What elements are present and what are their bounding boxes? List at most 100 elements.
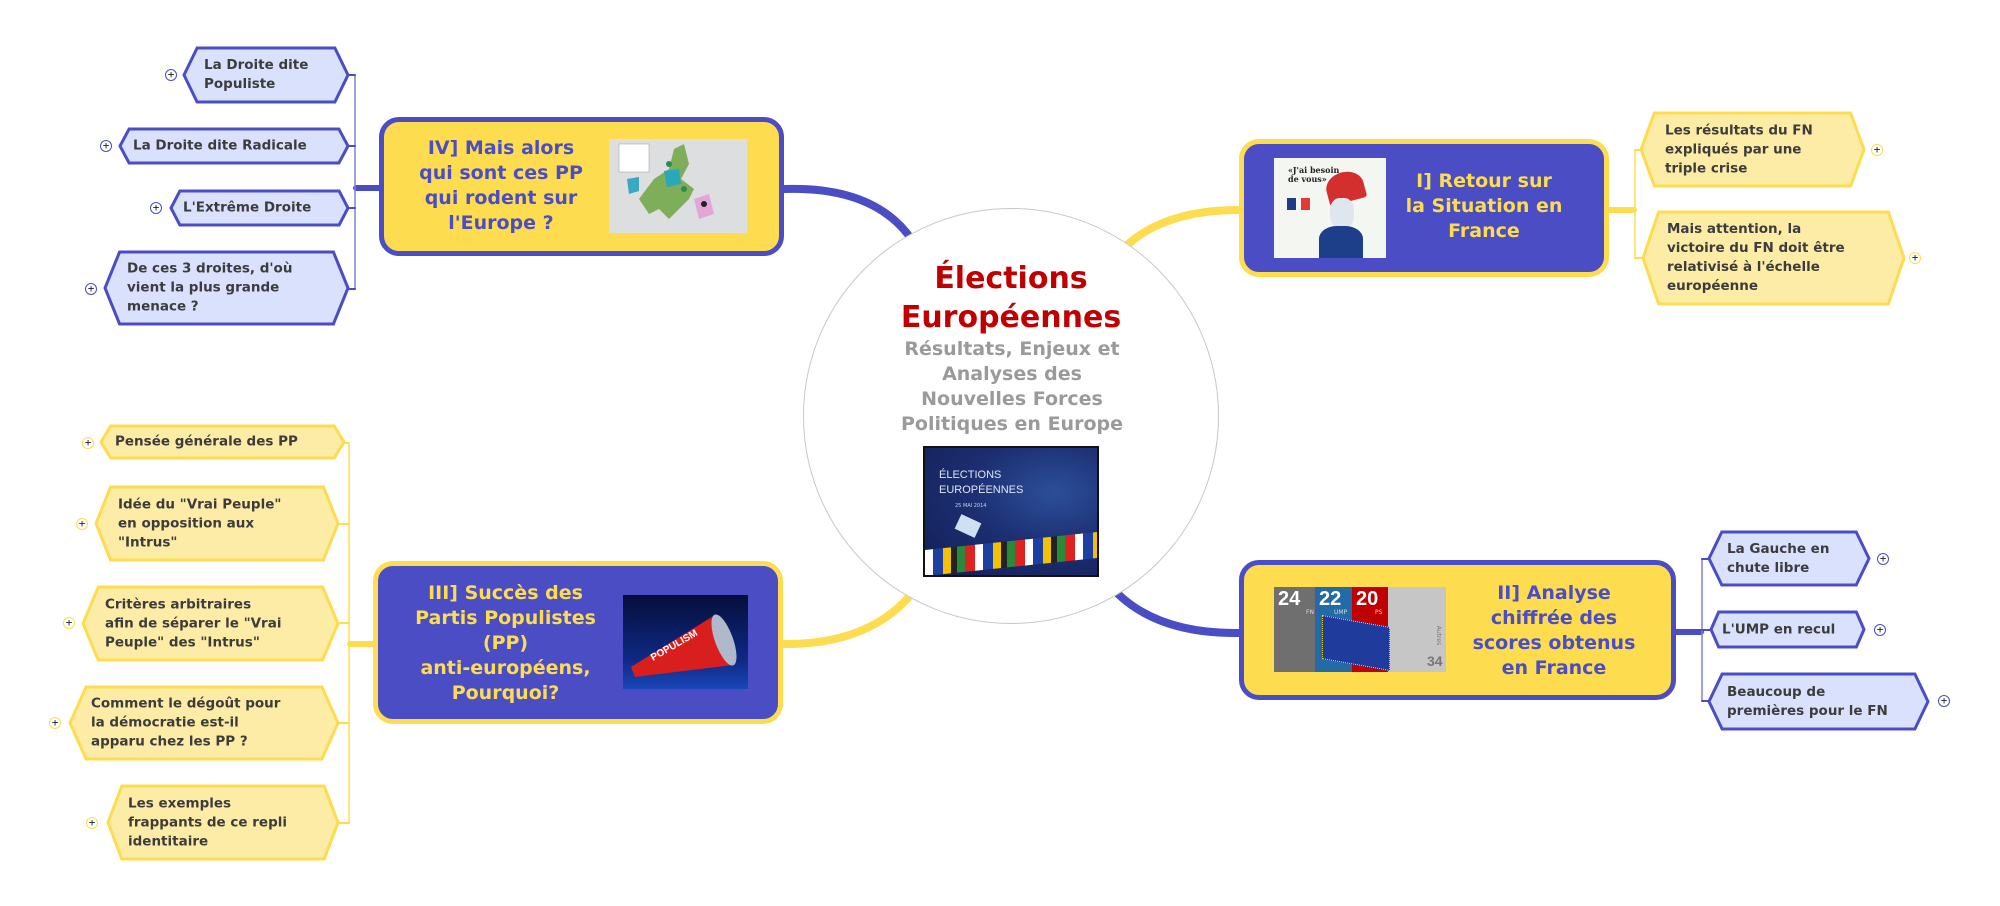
topic-ii-title: II] Analyse chiffrée des scores obtenus … (1454, 581, 1654, 681)
score-col-fn (1274, 587, 1315, 672)
subtitle-line: Nouvelles Forces (921, 388, 1103, 410)
expand-toggle[interactable]: + (49, 717, 61, 729)
subtopic-triple-crise[interactable]: Les résultats du FN expliqués par une trip… (1641, 113, 1864, 186)
topic-ii[interactable]: 24 FN 22 UMP 20 PS 34 Autres II] Analyse… (1239, 560, 1676, 700)
title-line: France (1448, 220, 1520, 242)
expand-toggle[interactable]: + (1909, 252, 1921, 264)
text-line: La Droite dite (204, 57, 309, 73)
central-topic[interactable]: Élections Européennes Résultats, Enjeux … (803, 208, 1219, 624)
text-line: Critères arbitraires (105, 596, 252, 612)
expand-toggle[interactable]: + (165, 69, 177, 81)
subtopic-text: Les résultats du FN expliqués par une trip… (1665, 121, 1813, 178)
text-line: Les résultats du FN (1665, 122, 1813, 138)
expand-toggle[interactable]: + (82, 437, 94, 449)
central-title-line: Européennes (900, 300, 1122, 335)
topic-i-title: I] Retour sur la Situation en France (1394, 169, 1574, 244)
text-line: la démocratie est-il (91, 714, 239, 731)
central-title-line: Élections (934, 261, 1088, 296)
subtopic-text: L'UMP en recul (1722, 621, 1836, 637)
text-line: frappants de ce repli (128, 814, 287, 830)
subtopic-victoire-relativisee[interactable]: Mais attention, la victoire du FN doit êt… (1643, 212, 1904, 304)
expand-toggle[interactable]: + (85, 283, 97, 295)
text-line: Mais attention, la (1667, 221, 1802, 237)
text-line: Peuple" des "Intrus" (105, 634, 260, 650)
text-line: identitaire (128, 833, 209, 849)
subtopic-ump-recul[interactable]: L'UMP en recul (1711, 612, 1864, 647)
expand-toggle[interactable]: + (76, 518, 88, 530)
expand-toggle[interactable]: + (63, 617, 75, 629)
megaphone-icon: POPULISM (631, 614, 737, 677)
title-line: III] Succès des (428, 582, 583, 604)
score-party: FN (1306, 609, 1314, 616)
subtopic-repli-identitaire[interactable]: Les exemples frappants de ce repli identit… (108, 786, 338, 859)
subtopic-droite-radicale[interactable]: La Droite dite Radicale (120, 129, 348, 163)
text-line: triple crise (1665, 160, 1748, 176)
expand-toggle[interactable]: + (1871, 144, 1883, 156)
subtopic-text: Idée du "Vrai Peuple"en opposition aux"I… (118, 495, 281, 552)
subtopic-pensee-generale[interactable]: Pensée générale des PP (101, 426, 344, 458)
score-party: PS (1375, 609, 1383, 616)
topic-iv-title: IV] Mais alors qui sont ces PP qui roden… (406, 136, 596, 236)
topic-iv[interactable]: IV] Mais alors qui sont ces PP qui roden… (379, 117, 784, 256)
title-line: qui sont ces PP (419, 162, 583, 184)
envelope-icon (954, 514, 982, 538)
europe-map-image (609, 139, 747, 233)
title-line: (PP) (482, 632, 529, 654)
subtitle-line: Analyses des (942, 363, 1082, 385)
poster-date: 25 MAI 2014 (955, 503, 987, 509)
expand-toggle[interactable]: + (86, 817, 98, 829)
title-line: IV] Mais alors (427, 137, 575, 159)
coat (1319, 226, 1363, 258)
topic-iii-title: III] Succès des Partis Populistes (PP) a… (398, 581, 613, 706)
subtopic-extreme-droite[interactable]: L'Extrême Droite (171, 191, 348, 225)
expand-toggle[interactable]: + (1874, 624, 1886, 636)
text-line: Les exemples (128, 795, 232, 811)
expand-toggle[interactable]: + (150, 202, 162, 214)
text-line: victoire du FN doit être (1667, 240, 1845, 256)
subtopic-text: Mais attention, la victoire du FN doit êt… (1667, 220, 1845, 296)
flags-ribbon (925, 530, 1097, 575)
score-value: 34 (1427, 653, 1443, 669)
text-line: expliqués par une (1665, 141, 1802, 157)
score-value: 22 (1319, 588, 1342, 610)
text-line: Populiste (204, 76, 276, 92)
megaphone-image: POPULISM (623, 595, 748, 689)
subtopic-text: Pensée générale des PP (115, 433, 298, 450)
branch-link-iv (780, 184, 916, 244)
title-line: chiffrée des (1490, 607, 1618, 629)
text-line: La Gauche en (1727, 540, 1830, 557)
text-line: Beaucoup de (1727, 683, 1826, 700)
subtopic-text: Les exemples frappants de ce repli identit… (128, 794, 287, 851)
title-line: qui rodent sur (424, 187, 578, 209)
topic-iii[interactable]: III] Succès des Partis Populistes (PP) a… (373, 561, 783, 724)
title-line: scores obtenus (1472, 632, 1636, 654)
title-line: I] Retour sur (1416, 170, 1552, 192)
text-line: Idée du "Vrai Peuple" (118, 496, 282, 512)
poster-line: ÉLECTIONS (939, 469, 1002, 481)
title-line: II] Analyse (1497, 582, 1611, 604)
branch-link-i (1122, 206, 1243, 250)
text-line: menace ? (127, 298, 199, 315)
subtopic-text: L'Extrême Droite (183, 199, 312, 216)
expand-toggle[interactable]: + (1877, 553, 1889, 565)
expand-toggle[interactable]: + (100, 140, 112, 152)
text-line: apparu chez les PP ? (91, 733, 248, 750)
expand-toggle[interactable]: + (1938, 695, 1950, 707)
subtopic-vrai-peuple[interactable]: Idée du "Vrai Peuple"en opposition aux"I… (96, 487, 338, 560)
quote-line: «J'ai besoin (1288, 165, 1340, 175)
